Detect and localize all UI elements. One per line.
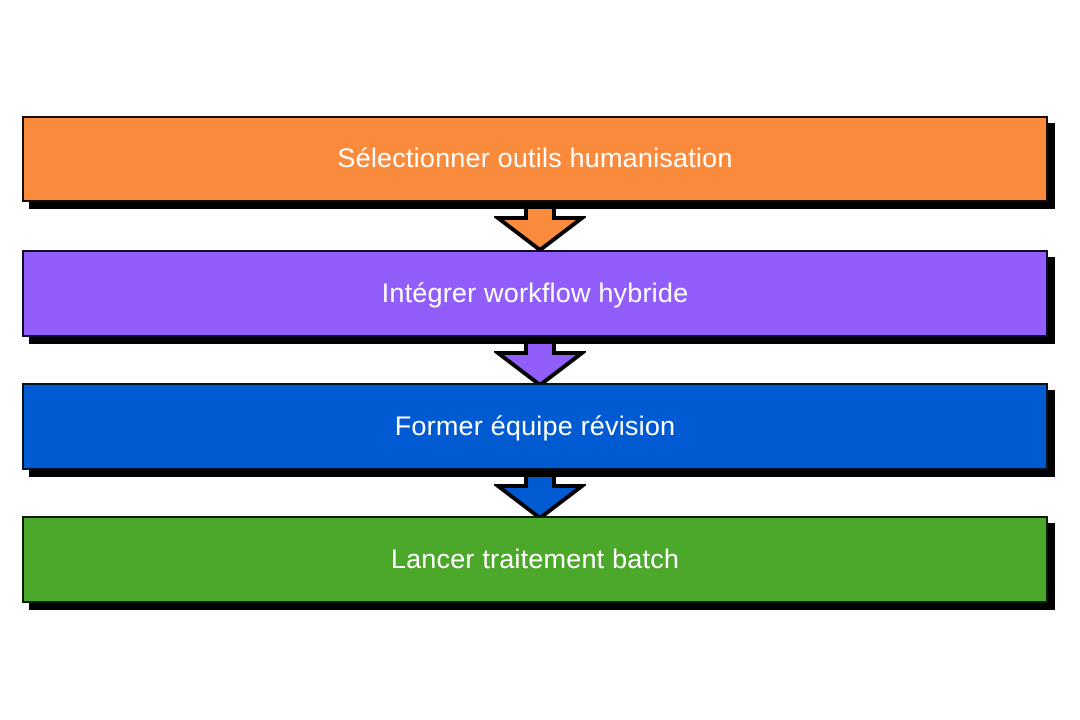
- flow-node-label: Former équipe révision: [394, 410, 676, 441]
- flow-node-label: Lancer traitement batch: [390, 543, 680, 574]
- flow-node-label: Intégrer workflow hybride: [381, 277, 689, 308]
- down-arrow-icon: [494, 468, 586, 520]
- flow-node-step-3[interactable]: Former équipe révision: [22, 383, 1048, 470]
- flow-node-step-1[interactable]: Sélectionner outils humanisation: [22, 116, 1048, 202]
- down-arrow-icon: [494, 200, 586, 252]
- flow-node-step-2[interactable]: Intégrer workflow hybride: [22, 250, 1048, 337]
- connector-step-2-to-step-3: [494, 335, 586, 387]
- flow-node-step-4[interactable]: Lancer traitement batch: [22, 516, 1048, 603]
- connector-step-1-to-step-2: [494, 200, 586, 252]
- flow-node-label: Sélectionner outils humanisation: [337, 143, 733, 174]
- connector-step-3-to-step-4: [494, 468, 586, 520]
- down-arrow-icon: [494, 335, 586, 387]
